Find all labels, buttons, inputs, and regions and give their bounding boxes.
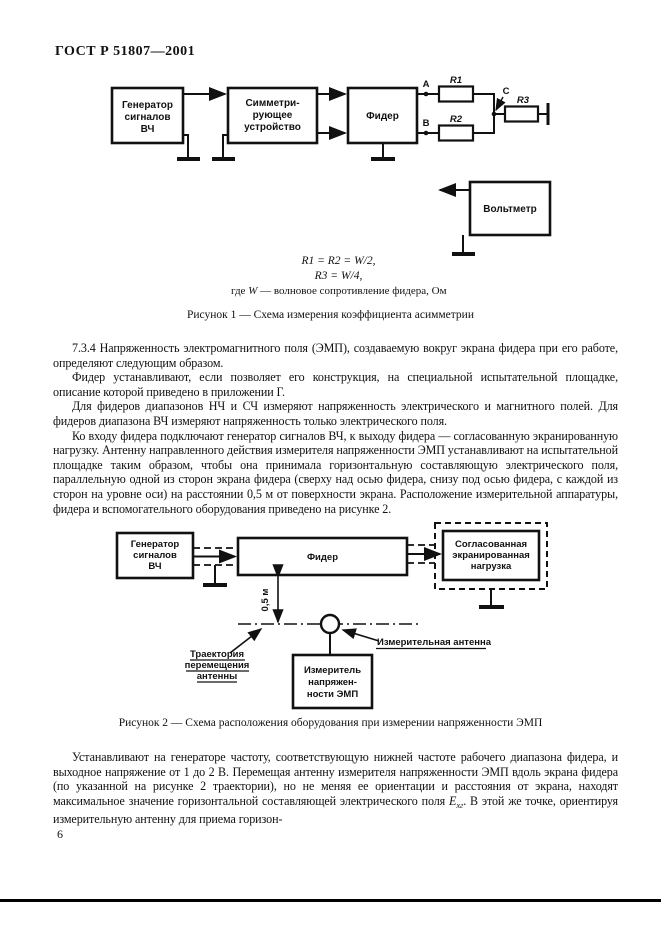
- fig1-formula-line2: R3 = W/4,: [314, 270, 363, 282]
- paragraph-feeder-install: Фидер устанавливают, если позволяет его …: [53, 370, 618, 399]
- fig2-antenna-label: Измерительная антенна: [341, 628, 492, 650]
- fig1-point-b-label: B: [423, 118, 430, 129]
- svg-text:Генератор: Генератор: [122, 100, 173, 111]
- svg-text:перемещения: перемещения: [185, 660, 250, 671]
- svg-text:R2: R2: [450, 114, 463, 125]
- paragraph-closing: Устанавливают на генераторе частоту, соо…: [53, 750, 618, 827]
- page-edge-line: [0, 899, 661, 902]
- e-field-symbol: Е: [449, 793, 457, 808]
- svg-text:Вольтметр: Вольтметр: [483, 204, 536, 215]
- svg-text:Измерительная антенна: Измерительная антенна: [377, 637, 492, 648]
- fig1-formula-line1: R1 = R2 = W/2,: [301, 255, 376, 267]
- fig1-voltmeter-box: Вольтметр: [468, 180, 552, 237]
- fig1-resistor-r1: R1: [437, 75, 475, 103]
- fig2-distance-label: 0,5 м: [260, 589, 271, 612]
- fig1-ground-generator-icon: [177, 134, 200, 161]
- fig2-ground-input-icon: [203, 565, 227, 587]
- fig1-ground-voltmeter-icon: [452, 235, 475, 256]
- svg-text:сигналов: сигналов: [133, 550, 177, 561]
- fig1-ground-balun-icon: [212, 134, 235, 161]
- fig1-wire-r2-junction: [473, 114, 495, 134]
- svg-text:R1: R1: [450, 75, 462, 86]
- svg-text:R3: R3: [517, 95, 530, 106]
- svg-text:Траектория: Траектория: [190, 649, 244, 660]
- svg-text:Измеритель: Измеритель: [304, 665, 361, 676]
- svg-text:ВЧ: ВЧ: [141, 124, 155, 135]
- fig1-resistor-r3: R3: [503, 95, 540, 123]
- svg-text:ности ЭМП: ности ЭМП: [307, 689, 359, 700]
- svg-text:Согласованная: Согласованная: [455, 539, 527, 550]
- fig1-point-c-label: C: [503, 86, 510, 97]
- document-title: ГОСТ Р 51807—2001: [55, 44, 196, 59]
- svg-text:напряжен-: напряжен-: [308, 677, 357, 688]
- fig1-feeder-box: Фидер: [346, 86, 419, 145]
- paragraph-ranges: Для фидеров диапазонов НЧ и СЧ измеряют …: [53, 399, 618, 428]
- fig2-antenna-icon: [319, 613, 341, 635]
- fig1-point-b-dot: [423, 130, 429, 136]
- figure2-diagram: Генератор сигналов ВЧ Фидер Согласованна…: [115, 522, 548, 710]
- svg-text:Генератор: Генератор: [131, 539, 180, 550]
- fig1-balun-box: Симметри- рующее устройство: [226, 86, 319, 145]
- fig1-ground-feeder-icon: [371, 143, 395, 161]
- fig1-point-a-label: A: [423, 79, 430, 90]
- svg-text:устройство: устройство: [244, 122, 301, 133]
- fig1-point-a-dot: [423, 91, 429, 97]
- svg-text:сигналов: сигналов: [125, 112, 171, 123]
- svg-text:антенны: антенны: [197, 671, 238, 682]
- fig2-trajectory-label: Траектория перемещения антенны: [185, 628, 263, 683]
- fig2-generator-box: Генератор сигналов ВЧ: [115, 531, 195, 580]
- fig2-feeder-box: Фидер: [236, 536, 409, 577]
- svg-text:ВЧ: ВЧ: [148, 561, 161, 572]
- svg-text:нагрузка: нагрузка: [471, 561, 512, 572]
- paragraph-7-3-4: 7.3.4 Напряженность электромагнитного по…: [53, 341, 618, 370]
- fig2-ground-load-icon: [479, 589, 504, 609]
- svg-text:рующее: рующее: [253, 110, 293, 121]
- fig1-resistor-r2: R2: [437, 114, 475, 142]
- fig1-generator-box: Генератор сигналов ВЧ: [110, 86, 185, 145]
- closing-text: Устанавливают на генераторе частоту, соо…: [53, 750, 618, 827]
- e-field-subscript: хг: [456, 799, 464, 810]
- fig1-point-c-pointer: [495, 96, 506, 112]
- svg-text:Фидер: Фидер: [307, 552, 338, 563]
- figure1-caption: Рисунок 1 — Схема измерения коэффициента…: [187, 309, 474, 321]
- svg-text:экранированная: экранированная: [452, 550, 530, 561]
- fig1-wire-r1-junction: [473, 93, 495, 114]
- svg-text:Фидер: Фидер: [366, 111, 399, 122]
- svg-text:Симметри-: Симметри-: [245, 98, 299, 109]
- fig2-load-box: Согласованная экранированная нагрузка: [434, 522, 548, 590]
- page-number: 6: [57, 827, 63, 841]
- body-text: 7.3.4 Напряженность электромагнитного по…: [53, 341, 618, 516]
- fig1-formula-where: где W — волновое сопротивление фидера, О…: [231, 285, 447, 297]
- paragraph-setup: Ко входу фидера подключают генератор сиг…: [53, 428, 618, 516]
- fig2-meter-box: Измеритель напряжен- ности ЭМП: [291, 653, 374, 710]
- figure2-caption: Рисунок 2 — Схема расположения оборудова…: [118, 717, 543, 729]
- figure1-diagram: Генератор сигналов ВЧ Симметри- рующее у…: [110, 75, 552, 256]
